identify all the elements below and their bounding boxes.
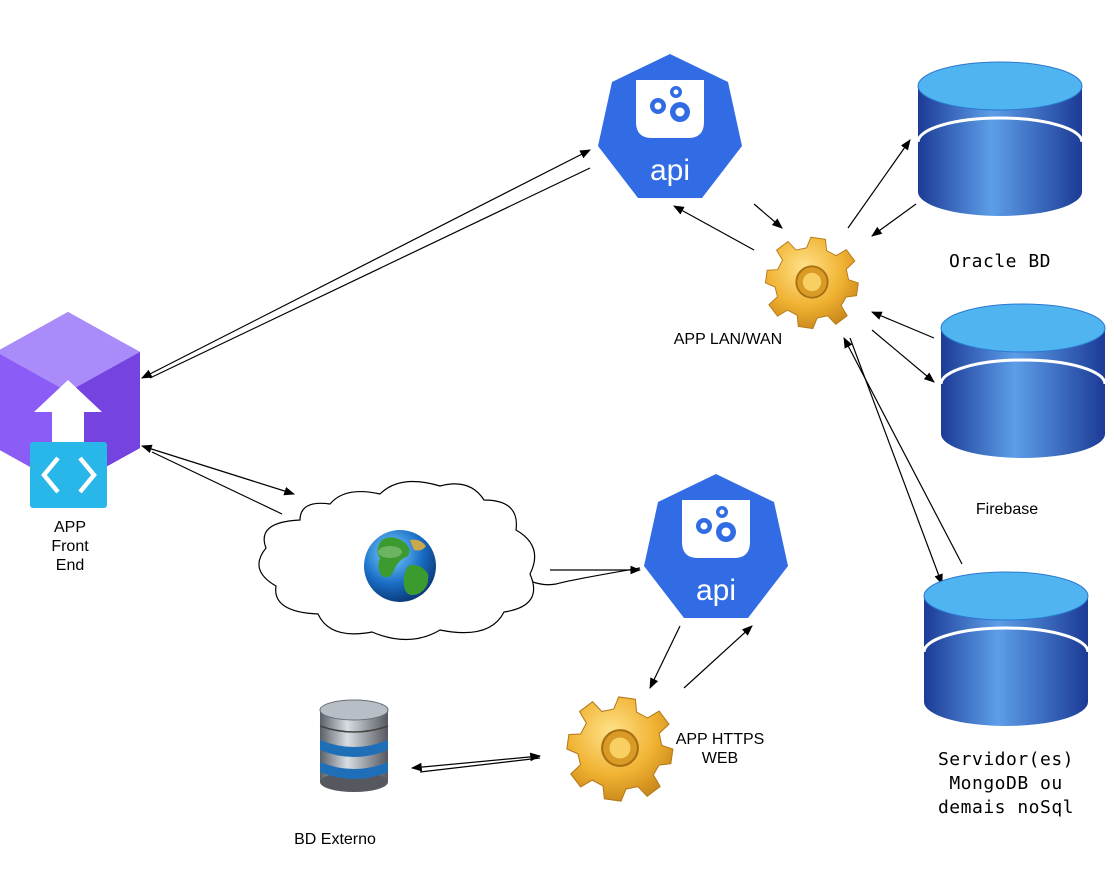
edge-oracle-gear [871,203,917,237]
edge-gear-bd [419,757,541,773]
edge-gear-api-top [673,205,755,251]
edge-frontend-cloud [140,444,296,496]
connectors [140,139,963,773]
oracle-db-icon [916,60,1084,218]
edge-firebase-gear [871,311,935,339]
edge-mongo-gear [843,337,963,565]
oracle-db-label: Oracle BD [948,251,1052,272]
app-lan-wan-label: APP LAN/WAN [673,331,783,348]
app-front-end-label: APP Front End [40,518,100,575]
bd-externo-label: BD Externo [294,831,376,848]
firebase-db-icon [939,302,1107,460]
mongodb-label: Servidor(es) MongoDB ou demais noSql [936,748,1076,820]
edge-gear-firebase [871,329,935,383]
edge-frontend-api-top [141,149,591,379]
gear-https-web-icon [559,689,681,809]
edge-gear-oracle [847,139,911,229]
edge-gear-api-bottom [683,625,753,689]
app-https-web-line1: APP HTTPS [675,731,765,748]
api-bottom-icon: api [644,474,788,618]
edge-api-top-gear [753,203,783,229]
app-https-web-line2: WEB [701,750,739,767]
api-top-icon: api [598,54,742,198]
server-db-icon [319,699,389,792]
app-front-end-line3: End [55,557,85,574]
app-front-end-line1: APP [53,519,86,536]
globe-icon [364,530,436,602]
mongodb-line3: demais noSql [937,797,1075,818]
edge-bd-gear [410,752,542,772]
code-brackets-icon [30,442,107,508]
mongodb-line2: MongoDB ou [949,773,1063,794]
edge-api-bottom-gear [649,625,681,689]
edge-api-top-frontend [149,167,591,379]
api-bottom-text: api [696,574,736,607]
mongodb-line1: Servidor(es) [937,749,1075,770]
app-front-end-line2: Front [51,538,89,555]
firebase-label: Firebase [975,501,1039,518]
mongodb-db-icon [922,570,1090,728]
gear-lan-wan-icon [759,230,865,335]
edge-cloud-frontend [151,451,283,515]
app-https-web-label: APP HTTPS WEB [666,730,774,768]
api-top-text: api [650,154,690,187]
